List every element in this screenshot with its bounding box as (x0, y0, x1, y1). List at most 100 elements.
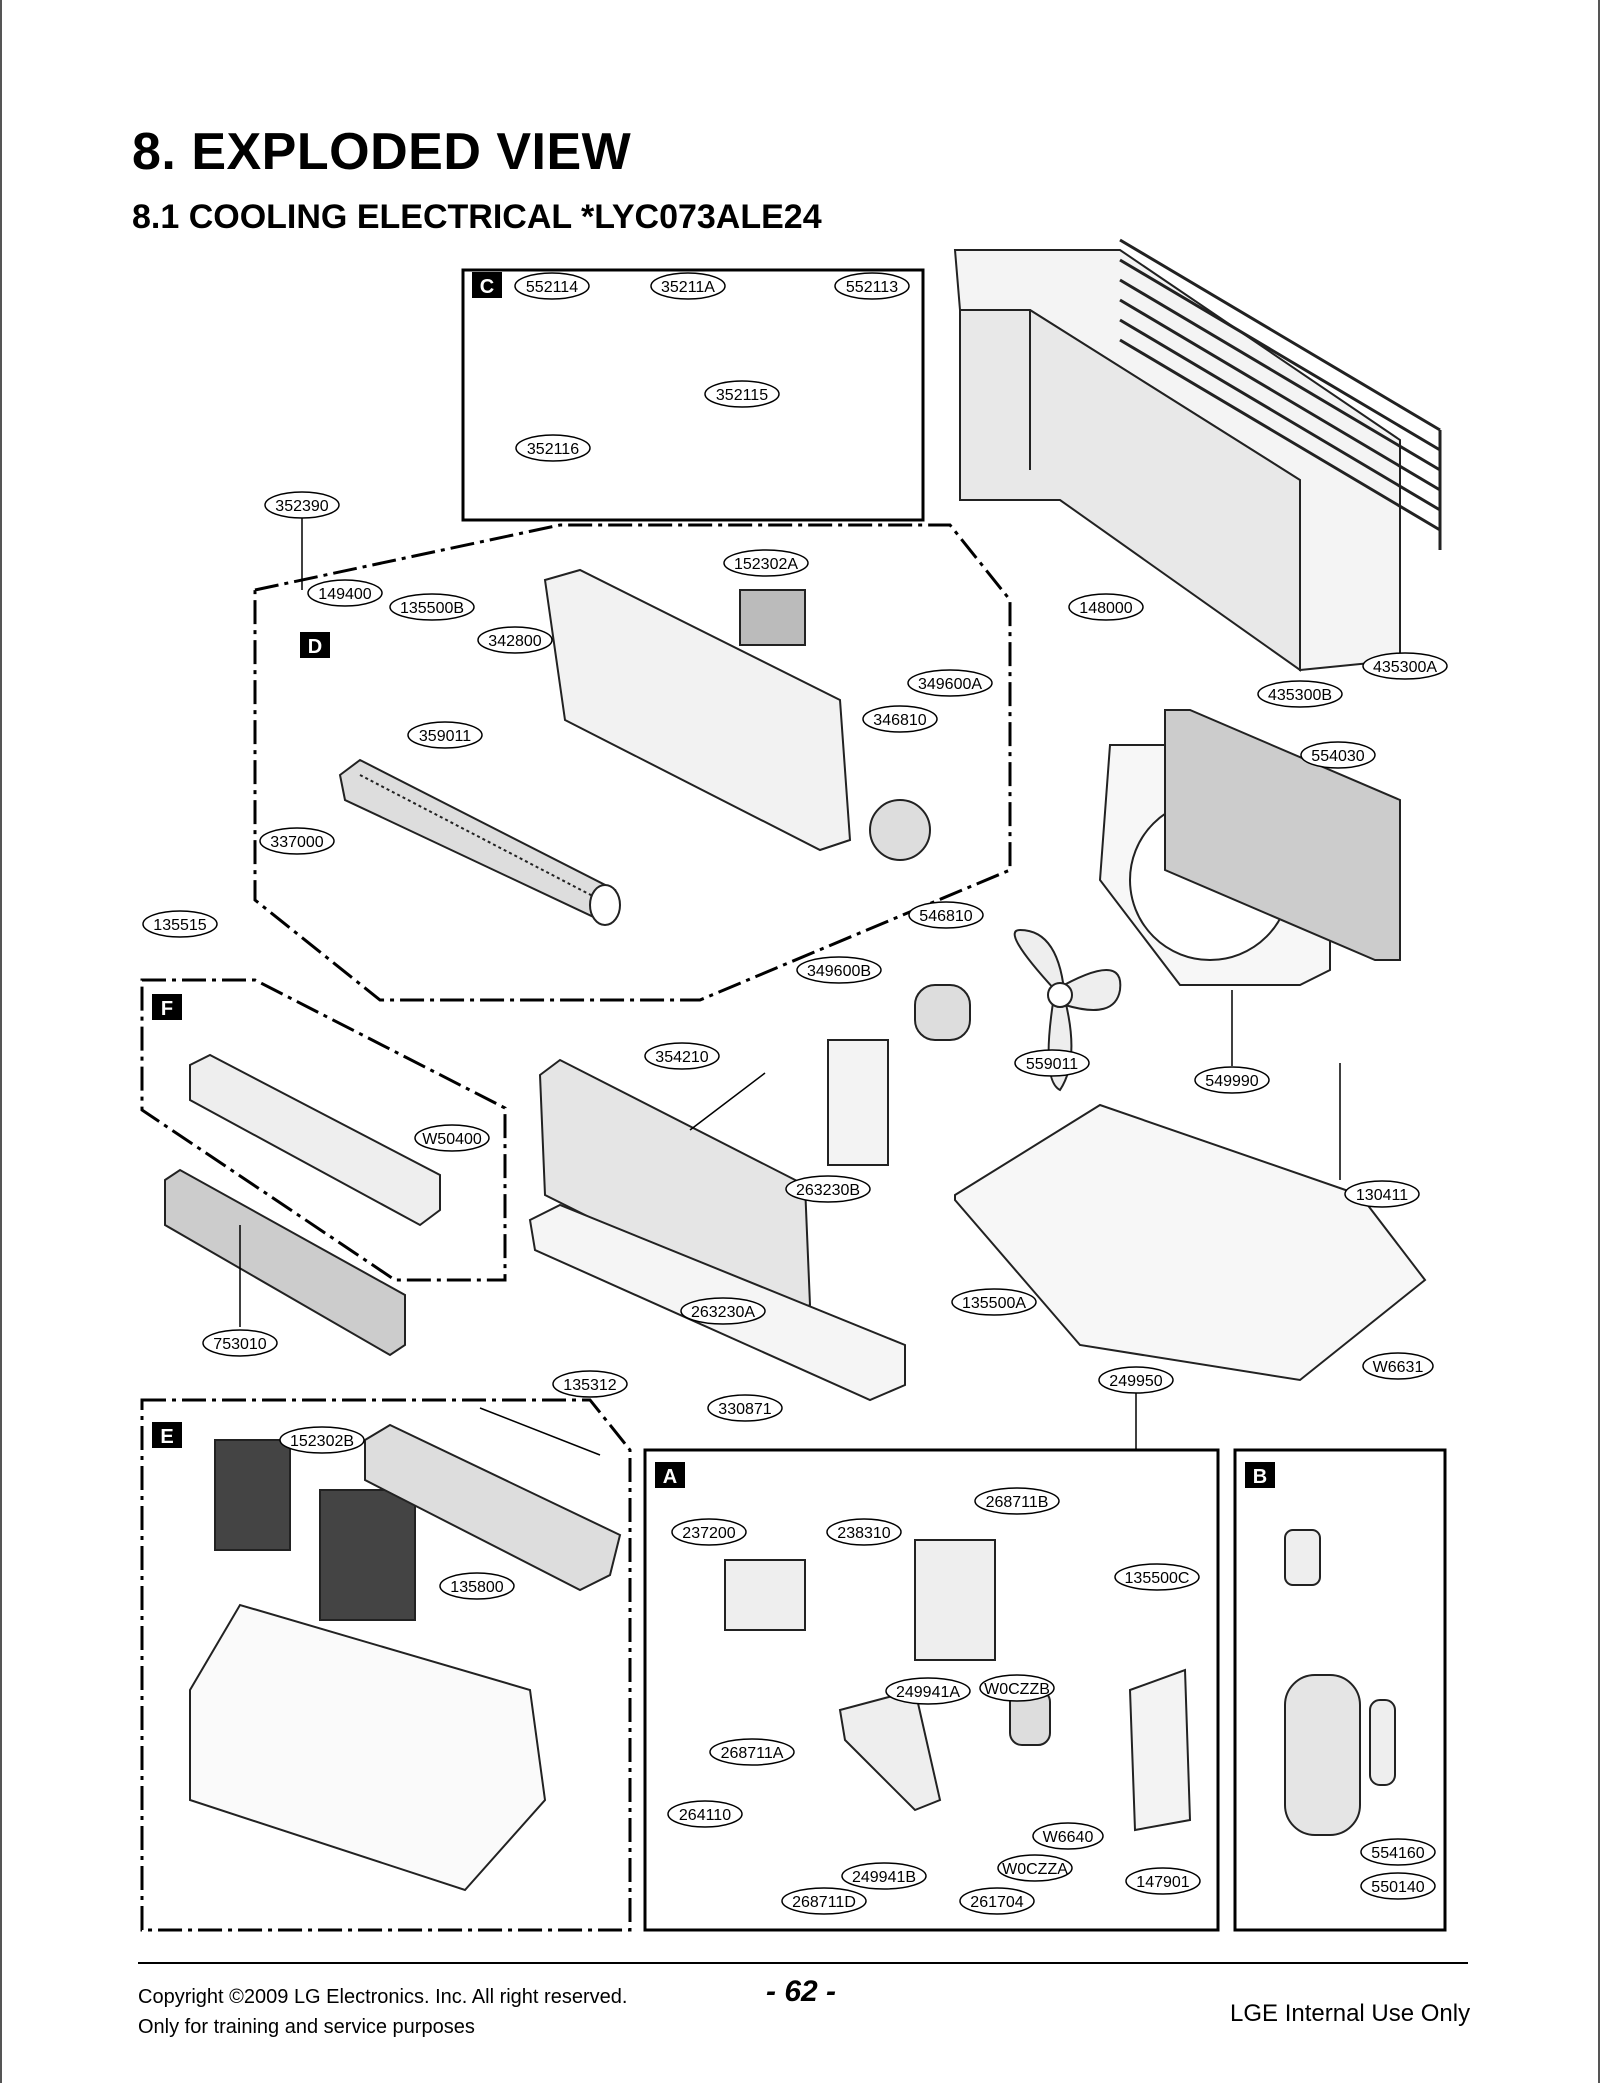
part-callout: 550140 (1360, 1872, 1436, 1900)
part-callout: 149400 (307, 579, 383, 607)
part-callout: 352115 (704, 380, 780, 408)
section-label-c: C (480, 276, 494, 298)
callout-ellipse (279, 1426, 365, 1454)
callout-ellipse (1068, 593, 1144, 621)
callout-ellipse (650, 272, 726, 300)
part-callout: W0CZZA (997, 1854, 1073, 1882)
channel-135515 (189, 1053, 441, 1227)
base-pan (954, 1103, 1427, 1382)
indoor-fan-motor (869, 799, 931, 861)
callout-ellipse (826, 1518, 902, 1546)
part-number: W50400 (422, 1131, 482, 1148)
section-box-e (140, 1398, 632, 1932)
section-box-d (253, 523, 1012, 1002)
callout-ellipse (796, 956, 882, 984)
part-number: 352116 (527, 441, 579, 458)
part-number: 552113 (846, 279, 898, 296)
callout-ellipse (477, 626, 553, 654)
callout-ellipse (885, 1677, 971, 1705)
part-callout: W6640 (1032, 1822, 1104, 1850)
part-number: 346810 (873, 712, 926, 729)
page-title: 8. EXPLODED VIEW (132, 123, 632, 181)
callout-ellipse (1362, 652, 1448, 680)
callout-ellipse (1344, 1180, 1420, 1208)
part-callout: W0CZZB (979, 1674, 1055, 1702)
callout-ellipse (644, 1042, 720, 1070)
callout-ellipse (908, 901, 984, 929)
callout-ellipse (1114, 1563, 1200, 1591)
callout-ellipse (1360, 1872, 1436, 1900)
condenser-coil (1164, 709, 1401, 961)
callout-ellipse (1362, 1352, 1434, 1380)
part-callout: 753010 (202, 1329, 278, 1357)
callout-ellipse (704, 380, 780, 408)
part-callout: 135500C (1114, 1563, 1200, 1591)
component-sketches (164, 238, 1442, 1892)
callout-ellipse (515, 434, 591, 462)
part-number: W0CZZA (1002, 1861, 1068, 1878)
part-callout: 559011 (1014, 1049, 1090, 1077)
part-number: 249941B (852, 1869, 916, 1886)
callout-ellipse (414, 1124, 490, 1152)
part-number: 249950 (1109, 1373, 1162, 1390)
part-callout: 549990 (1194, 1066, 1270, 1094)
callout-ellipse (264, 491, 340, 519)
footer-rule (138, 1962, 1468, 1964)
part-number: W6631 (1373, 1359, 1424, 1376)
callout-ellipse (439, 1572, 515, 1600)
part-callout: 435300B (1257, 680, 1343, 708)
callout-ellipse (723, 549, 809, 577)
part-callout: 268711D (781, 1887, 867, 1915)
part-callout: 349600B (796, 956, 882, 984)
section-badges: C D F E A B (152, 272, 1275, 1488)
part-number: 268711B (986, 1494, 1049, 1511)
part-number: 559011 (1026, 1056, 1078, 1073)
part-number: 554030 (1311, 748, 1364, 765)
part-number: 135515 (153, 917, 206, 934)
callout-ellipse (862, 705, 938, 733)
filter-152302b (319, 1489, 416, 1621)
section-boxes (140, 268, 1447, 1932)
part-number: 148000 (1079, 600, 1132, 617)
outdoor-fan (1013, 928, 1122, 1092)
callout-ellipse (841, 1862, 927, 1890)
part-number: 342800 (488, 633, 541, 650)
callout-ellipse (1300, 741, 1376, 769)
control-box-249941a (838, 1688, 942, 1812)
part-number: 546810 (919, 908, 972, 925)
part-callout: 268711B (974, 1487, 1060, 1515)
part-callout: 249941B (841, 1862, 927, 1890)
callout-ellipse (1098, 1366, 1174, 1394)
leader-lines (239, 515, 1341, 1456)
motor-bracket (827, 1039, 889, 1166)
part-number: 349600B (807, 963, 871, 980)
callout-ellipse (142, 910, 218, 938)
callout-ellipse (202, 1329, 278, 1357)
part-number: 152302A (734, 556, 798, 573)
part-callout: 264110 (667, 1800, 743, 1828)
crossflow-fan (338, 758, 621, 926)
air-grille-135312 (364, 1423, 622, 1592)
outdoor-fan-motor (914, 984, 971, 1041)
callout-ellipse (667, 1800, 743, 1828)
callout-ellipse (974, 1487, 1060, 1515)
callout-ellipse (1014, 1049, 1090, 1077)
part-callout: 152302B (279, 1426, 365, 1454)
part-callout: 249941A (885, 1677, 971, 1705)
part-callout: 352390 (264, 491, 340, 519)
callout-ellipse (834, 272, 910, 300)
section-label-b: B (1253, 1466, 1267, 1488)
panel-147901 (1128, 1668, 1192, 1832)
callout-ellipse (680, 1297, 766, 1325)
part-number: 135500C (1125, 1570, 1190, 1587)
callout-ellipse (907, 669, 993, 697)
part-number: 268711A (721, 1745, 784, 1762)
part-number: 135500B (400, 600, 464, 617)
part-number: 352390 (275, 498, 328, 515)
part-callout: 349600A (907, 669, 993, 697)
part-callout: 135500A (951, 1288, 1037, 1316)
page-number: - 62 - (766, 1975, 837, 2008)
part-callout: 263230A (680, 1297, 766, 1325)
heater-753010 (164, 1168, 406, 1357)
